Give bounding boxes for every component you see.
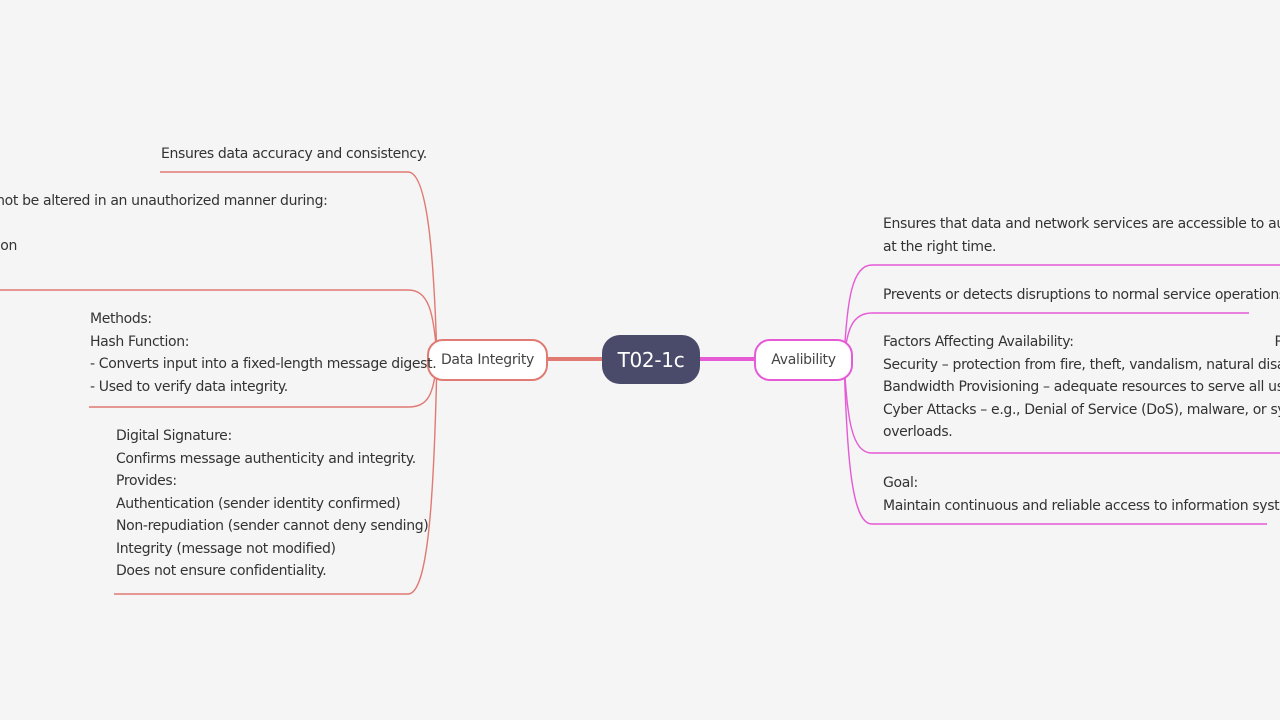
availability-leaf-accessible[interactable]: Ensures that data and network services a…	[883, 216, 1280, 255]
root-topic[interactable]: T02-1c	[602, 335, 700, 384]
integrity-leaf-4-link	[114, 358, 438, 595]
availability-topic[interactable]: Avalibility	[754, 339, 853, 381]
availability-leaf-goal[interactable]: Goal: Maintain continuous and reliable a…	[883, 475, 1280, 514]
data-integrity-topic[interactable]: Data Integrity	[427, 339, 548, 381]
integrity-leaf-accuracy[interactable]: Ensures data accuracy and consistency.	[161, 146, 427, 162]
availability-leaf-factors[interactable]: Factors Affecting Availability: Physical…	[883, 334, 1280, 440]
integrity-leaf-methods[interactable]: Methods: Hash Function: - Converts input…	[90, 311, 437, 395]
availability-label: Avalibility	[771, 352, 836, 368]
availability-leaf-4-link	[843, 358, 1267, 525]
integrity-leaf-unauthorized[interactable]: Data must not be altered in an unauthori…	[0, 193, 328, 254]
integrity-leaf-1-link	[160, 171, 438, 360]
availability-leaf-1-link	[843, 264, 1280, 360]
root-topic-label: T02-1c	[617, 347, 685, 372]
integrity-leaf-digital-signature[interactable]: Digital Signature: Confirms message auth…	[116, 428, 429, 579]
availability-leaf-disruptions[interactable]: Prevents or detects disruptions to norma…	[883, 287, 1280, 303]
data-integrity-label: Data Integrity	[440, 352, 535, 368]
